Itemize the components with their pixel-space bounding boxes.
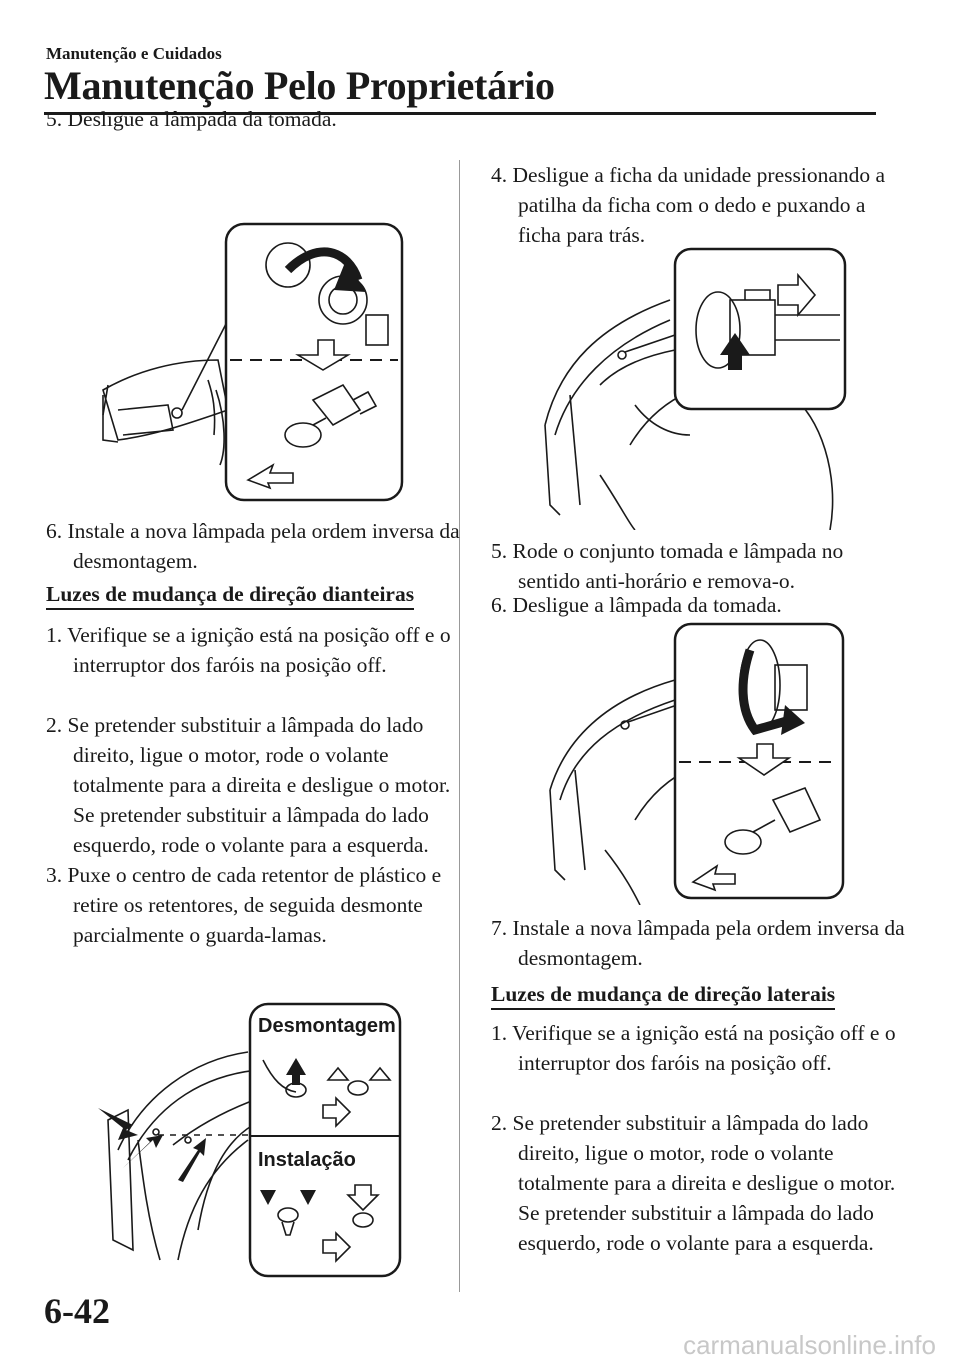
right-step-6: 6. Desligue a lâmpada da tomada. [491, 593, 782, 617]
right-step-5: 5. Rode o conjunto tomada e lâmpada no s… [491, 539, 844, 593]
figure-connector-disconnect [544, 247, 847, 530]
page-title: Manutenção Pelo Proprietário [44, 63, 555, 108]
section-label: Manutenção e Cuidados [46, 44, 222, 63]
left-step-5: 5. Desligue a lâmpada da tomada. [46, 107, 337, 131]
right-section-heading: Luzes de mudança de direção laterais [491, 980, 836, 1010]
right-step-7: 7. Instale a nova lâmpada pela ordem inv… [491, 916, 905, 970]
figure-fender-retainers: Desmontagem Instalação [98, 1002, 402, 1278]
figure-turn-bulb-removal [549, 622, 845, 905]
column-divider [459, 160, 460, 1292]
watermark: carmanualsonline.info [683, 1330, 936, 1360]
left-step-3: 3. Puxe o centro de cada retentor de plá… [46, 863, 442, 947]
right-step-2: 2. Se pretender substituir a lâmpada do … [491, 1111, 896, 1255]
left-step-2: 2. Se pretender substituir a lâmpada do … [46, 713, 451, 857]
figure-label-install: Instalação [258, 1149, 356, 1171]
header-rule [44, 112, 876, 115]
left-section-heading: Luzes de mudança de direção dianteiras [46, 580, 415, 610]
figure-label-removal: Desmontagem [258, 1015, 396, 1037]
figure-headlight-bulb-removal [102, 222, 404, 502]
left-step-6: 6. Instale a nova lâmpada pela ordem inv… [46, 519, 460, 573]
right-step-1: 1. Verifique se a ignição está na posiçã… [491, 1021, 896, 1075]
left-step-1: 1. Verifique se a ignição está na posiçã… [46, 623, 451, 677]
page-number: 6-42 [44, 1291, 110, 1331]
right-step-4-text: 4. Desligue a ficha da unidade pressiona… [491, 163, 886, 247]
